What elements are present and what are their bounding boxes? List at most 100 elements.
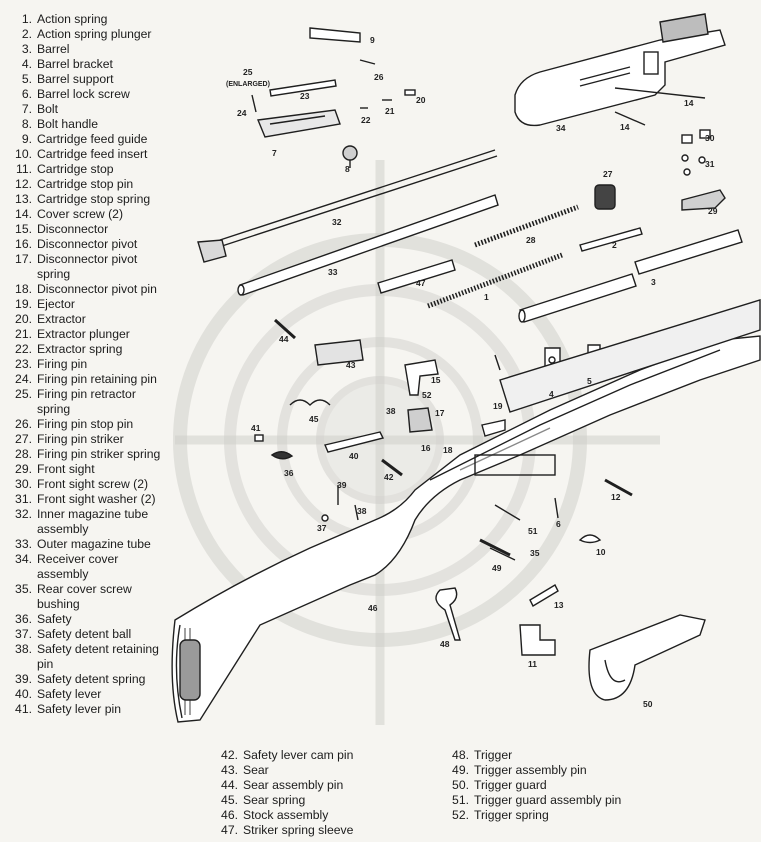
part-name: Outer magazine tube [37,537,151,551]
trigger-guard [588,614,706,701]
disconnector [404,359,439,396]
callout-label: 14 [684,98,694,108]
part-name: Front sight washer (2) [37,492,156,506]
part-list-item: 15.Disconnector [6,222,164,237]
part-number: 22. [15,342,32,356]
part-list-item: 6.Barrel lock screw [6,87,164,102]
part-name: Action spring plunger [37,27,152,41]
callout-label: 28 [526,235,536,245]
part-number: 12. [15,177,32,191]
part-name: Sear [243,763,269,777]
part-name: Extractor spring [37,342,123,356]
part-list-item: 48.Trigger [443,748,643,763]
part-name: Disconnector [37,222,109,236]
part-name: Safety [37,612,72,626]
part-name: Rear cover screw bushing [37,582,132,611]
part-name: Receiver cover assembly [37,552,119,581]
part-number: 25. [15,387,32,401]
trigger-assembly-pin [479,538,511,557]
trigger [435,587,461,641]
part-list-item: 11.Cartridge stop [6,162,164,177]
part-number: 34. [15,552,32,566]
part-number: 3. [21,42,32,56]
sear-assembly-pin [273,318,297,340]
callout-label: 10 [596,547,606,557]
part-name: Extractor [37,312,86,326]
callout-label: 45 [309,414,319,424]
part-name: Barrel support [37,72,114,86]
part-number: 45. [221,793,238,807]
callout-label: 5 [587,376,592,386]
part-list-item: 21.Extractor plunger [6,327,164,342]
part-number: 40. [15,687,32,701]
firing-pin-striker-spring [474,204,579,248]
callout-label: 25 [243,67,253,77]
part-name: Cartridge stop pin [37,177,134,191]
part-name: Barrel lock screw [37,87,130,101]
part-list-item: 50.Trigger guard [443,778,643,793]
part-list-item: 43. Sear [212,763,422,778]
part-number: 46. [221,808,238,822]
cartridge-stop-pin [604,478,633,497]
part-name: Ejector [37,297,75,311]
callout-label: 8 [345,164,350,174]
part-list-item: 1.Action spring [6,12,164,27]
part-number: 43. [221,763,238,777]
part-list-item: 49.Trigger assembly pin [443,763,643,778]
part-list-item: 29.Front sight [6,462,164,477]
part-list-item: 4.Barrel bracket [6,57,164,72]
part-number: 48. [452,748,469,762]
part-list-item: 18.Disconnector pivot pin [6,282,164,297]
part-number: 4. [21,57,32,71]
callout-label: 26 [374,72,384,82]
part-list-item: 2.Action spring plunger [6,27,164,42]
callout-label: 40 [349,451,359,461]
callout-label: 37 [317,523,327,533]
part-list-item: 25. Firing pin retractor spring [6,387,164,417]
exploded-view-drawing: 1234567891011121314141516171819202122232… [171,13,761,725]
part-list-item: 24.Firing pin retaining pin [6,372,164,387]
part-list-item: 42.Safety lever cam pin [212,748,422,763]
part-list-item: 39.Safety detent spring [6,672,164,687]
part-name: Cartridge feed insert [37,147,148,161]
part-number: 21. [15,327,32,341]
part-number: 41. [15,702,32,716]
safety-lever-cam-pin [381,458,403,477]
part-list-item: 10. Cartridge feed insert [6,147,164,162]
callout-label: 9 [370,35,375,45]
callout-labels: 1234567891011121314141516171819202122232… [237,35,718,709]
part-name: Cartridge stop spring [37,192,151,206]
part-number: 10. [15,147,32,161]
part-number: 44. [221,778,238,792]
callout-label: 42 [384,472,394,482]
cover-screw-long [614,87,706,99]
callout-label: 4 [549,389,554,399]
part-name: Firing pin stop pin [37,417,134,431]
part-name: Cover screw (2) [37,207,124,221]
callout-label: 30 [705,133,715,143]
part-number: 39. [15,672,32,686]
sear [314,339,364,366]
part-list-item: 3.Barrel [6,42,164,57]
callout-label: 36 [284,468,294,478]
part-list-item: 45.Sear spring [212,793,422,808]
part-name: Disconnector pivot spring [37,252,138,281]
part-list-item: 36. Safety [6,612,164,627]
firing-pin-striker [594,184,616,210]
part-number: 18. [15,282,32,296]
part-name: Firing pin retractor spring [37,387,136,416]
part-name: Trigger assembly pin [474,763,587,777]
part-list-item: 38.Safety detent retaining pin [6,642,164,672]
part-name: Firing pin striker [37,432,124,446]
part-number: 20. [15,312,32,326]
part-number: 36. [15,612,32,626]
part-name: Safety lever [37,687,102,701]
part-name: Trigger spring [474,808,549,822]
callout-label: 11 [528,659,537,669]
part-list-item: 9.Cartridge feed guide [6,132,164,147]
callout-label: 16 [421,443,431,453]
callout-label: 47 [416,278,426,288]
callout-label: 34 [556,123,566,133]
part-number: 35. [15,582,32,596]
